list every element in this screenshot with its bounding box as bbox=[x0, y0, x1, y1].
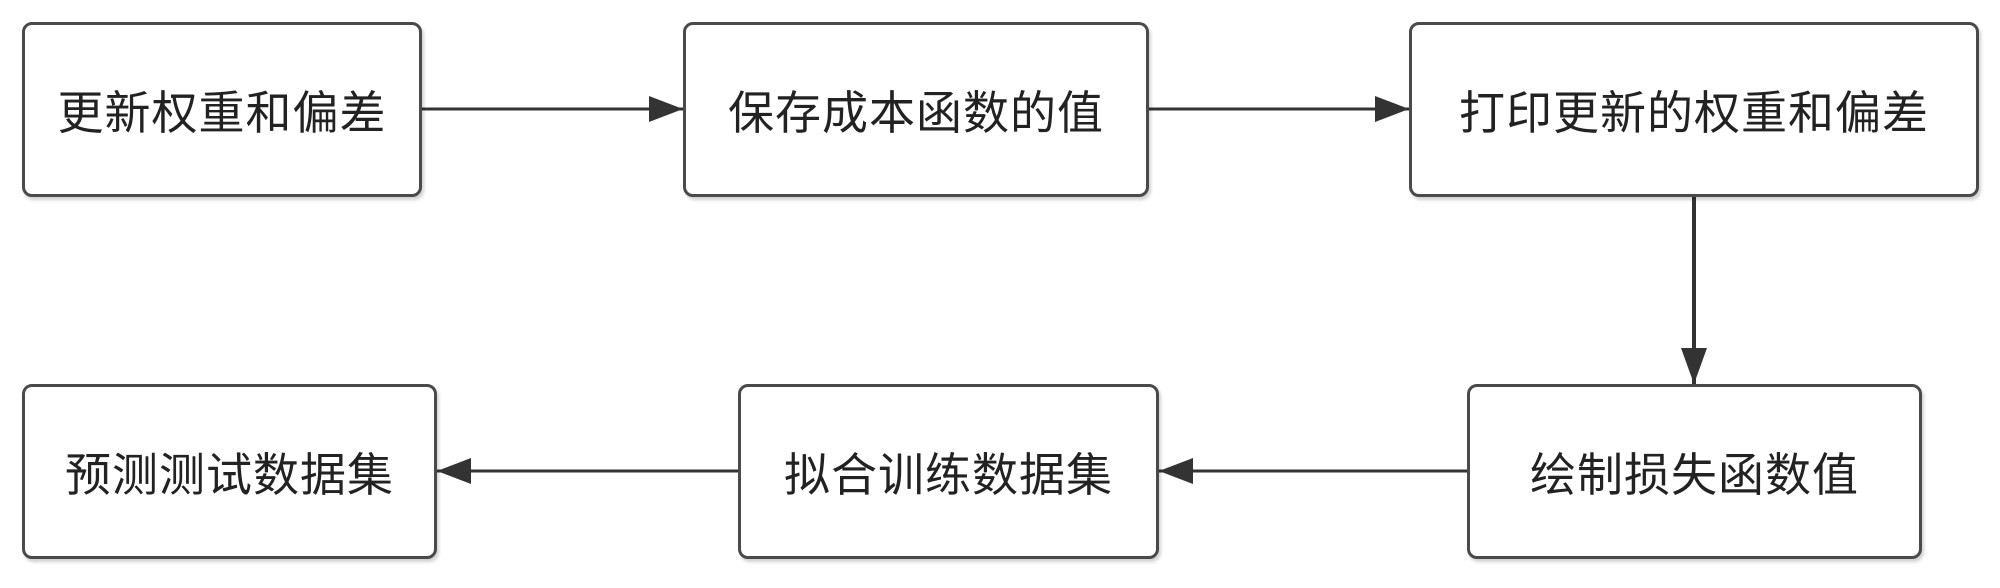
node-plot-loss-values: 绘制损失函数值 bbox=[1467, 384, 1922, 559]
arrowhead-n2-n3 bbox=[1375, 96, 1409, 122]
node-fit-training-dataset: 拟合训练数据集 bbox=[738, 384, 1159, 559]
node-label: 预测测试数据集 bbox=[65, 447, 394, 502]
node-save-cost-function-value: 保存成本函数的值 bbox=[683, 22, 1149, 197]
arrowhead-n1-n2 bbox=[649, 96, 683, 122]
node-label: 更新权重和偏差 bbox=[57, 85, 387, 140]
node-print-updated-weights-bias: 打印更新的权重和偏差 bbox=[1409, 22, 1979, 197]
node-predict-test-dataset: 预测测试数据集 bbox=[22, 384, 437, 559]
arrowhead-n3-n4 bbox=[1681, 348, 1707, 384]
node-update-weights-bias: 更新权重和偏差 bbox=[22, 22, 422, 197]
node-label: 打印更新的权重和偏差 bbox=[1459, 85, 1929, 140]
node-label: 保存成本函数的值 bbox=[728, 85, 1104, 140]
node-label: 拟合训练数据集 bbox=[784, 447, 1113, 502]
node-label: 绘制损失函数值 bbox=[1530, 447, 1859, 502]
arrowhead-n4-n5 bbox=[1159, 458, 1193, 484]
arrowhead-n5-n6 bbox=[437, 458, 471, 484]
